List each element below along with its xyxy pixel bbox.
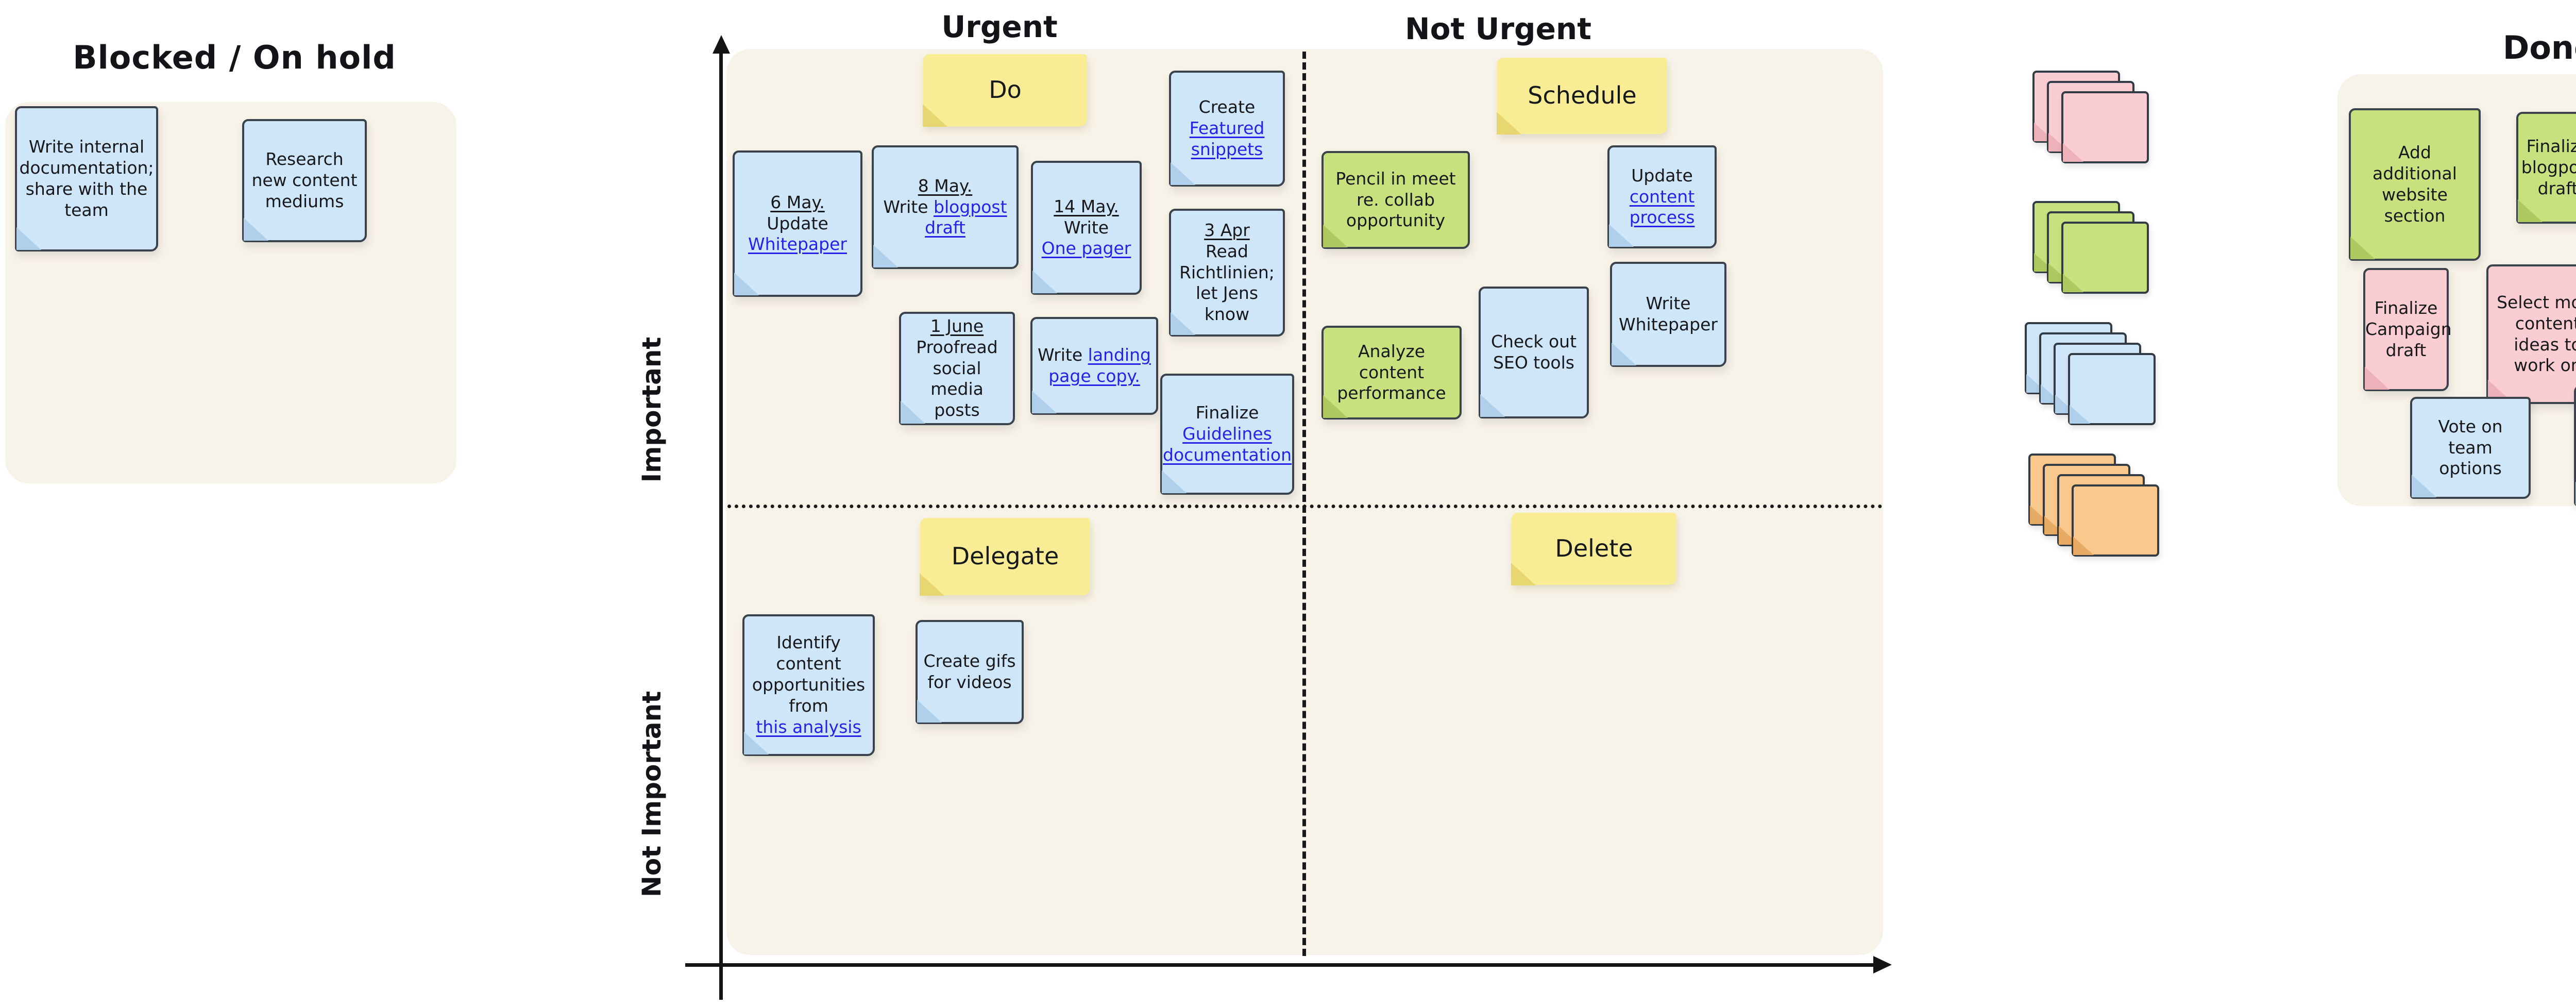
note-link[interactable]: blogpost draft xyxy=(925,196,1007,238)
blocked-section-title[interactable]: Blocked / On hold xyxy=(73,39,396,76)
sticky-note-text: Delete xyxy=(1555,534,1633,563)
sticky-note[interactable]: Write landing page copy. xyxy=(1030,317,1158,415)
note-fold-corner xyxy=(16,227,41,250)
sticky-note[interactable]: Analyze content performance xyxy=(1321,326,1462,419)
note-fold-corner xyxy=(2073,536,2094,555)
matrix-row-label-not-important[interactable]: Not Important xyxy=(637,691,667,897)
sticky-note[interactable]: Research new content mediums xyxy=(242,119,367,242)
stack-sheet xyxy=(2068,353,2156,425)
sticky-note-text: Delegate xyxy=(951,542,1059,570)
done-section-header[interactable]: Done! ✔ xyxy=(2468,25,2576,70)
sticky-note[interactable]: Pencil in meet re. collab opportunity xyxy=(1321,151,1470,249)
stack-sheet xyxy=(2061,91,2149,163)
matrix-vertical-divider xyxy=(1302,52,1306,956)
sticky-note-text: Check out SEO tools xyxy=(1490,331,1577,373)
sticky-note-text: Vote on team options xyxy=(2438,416,2503,479)
note-fold-corner xyxy=(2070,405,2090,424)
sticky-note-text: Analyze content performance xyxy=(1337,341,1446,404)
stack-sheet xyxy=(2072,484,2159,557)
quadrant-label[interactable]: Delegate xyxy=(920,518,1090,596)
note-link[interactable]: Featured snippets xyxy=(1189,118,1265,159)
sticky-note[interactable]: Finalize Campaign draft xyxy=(2363,268,2452,391)
note-link[interactable]: this analysis xyxy=(756,716,861,737)
sticky-note[interactable]: Create gifs for videos xyxy=(916,620,1024,724)
sticky-note-text: Create gifs for videos xyxy=(923,651,1016,692)
note-link[interactable]: landing page copy. xyxy=(1048,345,1151,386)
note-fold-corner xyxy=(1480,394,1505,417)
sticky-note-text: 8 May.Write blogpost draft xyxy=(883,175,1007,238)
quadrant-label[interactable]: Do xyxy=(923,54,1087,127)
sticky-note[interactable]: Select more content ideas to work on xyxy=(2486,264,2576,404)
note-fold-corner xyxy=(920,573,944,596)
done-section-title: Done! xyxy=(2502,28,2576,66)
sticky-note-text: Research new content mediums xyxy=(251,149,358,211)
note-fold-corner xyxy=(2063,274,2083,292)
stack-sheet xyxy=(2061,222,2149,294)
note-fold-corner xyxy=(873,245,898,267)
sticky-note[interactable]: Write internal documentation; share with… xyxy=(15,106,158,251)
note-link[interactable]: Guidelines documentation xyxy=(1163,424,1292,465)
sticky-note[interactable]: 8 May.Write blogpost draft xyxy=(872,145,1019,269)
note-fold-corner xyxy=(2365,367,2389,390)
note-fold-corner xyxy=(1162,471,1187,493)
sticky-note-text: Add additional website section xyxy=(2372,142,2457,226)
y-axis-arrowhead xyxy=(713,35,730,54)
note-fold-corner xyxy=(1497,112,1521,135)
note-fold-corner xyxy=(917,700,942,723)
note-fold-corner xyxy=(2350,237,2375,259)
matrix-column-header-urgent[interactable]: Urgent xyxy=(941,9,1058,44)
x-axis-line xyxy=(685,963,1875,967)
sticky-note[interactable]: Check out SEO tools xyxy=(1479,287,1589,418)
quadrant-label[interactable]: Schedule xyxy=(1497,58,1667,135)
sticky-note-text: Pencil in meet re. collab opportunity xyxy=(1335,168,1456,231)
sticky-note-text: Write landing page copy. xyxy=(1038,345,1151,386)
sticky-note-text: Select more content ideas to work on xyxy=(2497,292,2576,376)
note-fold-corner xyxy=(1171,162,1195,185)
note-fold-corner xyxy=(734,273,759,295)
note-fold-corner xyxy=(1032,391,1057,413)
y-axis-line xyxy=(719,49,723,1000)
sticky-note-text: Schedule xyxy=(1528,81,1637,110)
sticky-note-text: Do xyxy=(989,76,1022,104)
note-fold-corner xyxy=(244,218,268,241)
sticky-note[interactable]: Write Whitepaper xyxy=(1610,262,1726,367)
matrix-row-label-important[interactable]: Important xyxy=(637,337,667,483)
note-fold-corner xyxy=(1612,343,1636,365)
note-link[interactable]: content process xyxy=(1629,186,1695,228)
sticky-note[interactable]: Finalize blogpost draft xyxy=(2516,112,2576,224)
sticky-note-text: Write internal documentation; share with… xyxy=(19,137,154,220)
sticky-note-text: Write Whitepaper xyxy=(1619,293,1718,334)
sticky-note[interactable]: Add additional website section xyxy=(2349,108,2481,261)
sticky-note-text: Finalize Campaign draft xyxy=(2365,298,2452,360)
note-link[interactable]: One pager xyxy=(1041,238,1131,259)
sticky-note[interactable]: Vote on team options xyxy=(2410,397,2531,499)
matrix-column-header-not-urgent[interactable]: Not Urgent xyxy=(1405,11,1591,46)
sticky-note[interactable]: Organise regular content meeting xyxy=(2574,385,2576,506)
sticky-note-text: Finalize blogpost draft xyxy=(2521,136,2576,198)
quadrant-label[interactable]: Delete xyxy=(1511,513,1676,585)
note-link[interactable]: Whitepaper xyxy=(748,234,847,255)
note-fold-corner xyxy=(1032,271,1057,293)
matrix-horizontal-divider xyxy=(727,505,1883,508)
x-axis-arrowhead xyxy=(1873,956,1892,974)
note-fold-corner xyxy=(2063,143,2083,162)
